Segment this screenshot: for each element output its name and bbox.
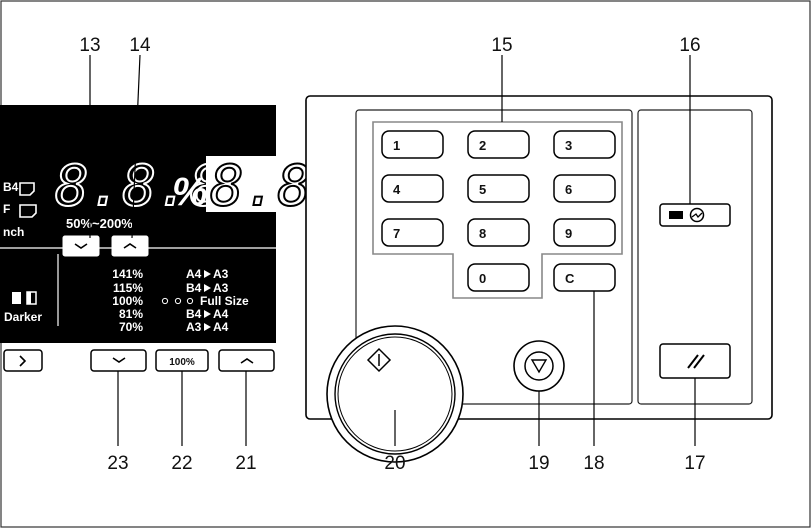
svg-text:A4: A4 [186, 267, 202, 281]
callout-20: 20 [384, 453, 405, 474]
key-6[interactable]: 6 [553, 174, 616, 203]
ratio-table: 141% A4 A3 115% B4 A3 100% Full Size 81%… [112, 267, 249, 334]
key-7[interactable]: 7 [381, 218, 444, 247]
arrow-right-icon [204, 323, 211, 331]
svg-text:81%: 81% [119, 307, 143, 321]
chevron-down-icon [112, 357, 126, 363]
right-panel-inner-left [355, 109, 633, 405]
svg-text:A4: A4 [213, 320, 229, 334]
leader-lines [89, 54, 696, 446]
callout-22: 22 [171, 453, 192, 474]
callout-14: 14 [129, 35, 151, 56]
svg-text:A4: A4 [213, 307, 229, 321]
key-3[interactable]: 3 [553, 130, 616, 159]
full-size-button[interactable]: 100% [155, 349, 209, 372]
ratio-row: 81% B4 A4 [119, 307, 229, 321]
svg-text:6: 6 [565, 182, 572, 197]
paper-tray-icon-f [19, 204, 37, 218]
ratio-row: 100% Full Size [112, 294, 249, 308]
callout-19: 19 [528, 453, 549, 474]
svg-text:B4: B4 [186, 281, 202, 295]
chevron-up-icon [123, 243, 137, 249]
chevron-up-icon [240, 358, 254, 364]
svg-text:3: 3 [565, 138, 572, 153]
svg-text:115%: 115% [113, 281, 143, 295]
left-panel-dark [0, 106, 276, 342]
svg-text:8: 8 [479, 226, 486, 241]
copy-count-display-bg [206, 156, 276, 212]
svg-text:B4: B4 [186, 307, 202, 321]
callout-23: 23 [107, 453, 128, 474]
paper-icon [186, 297, 194, 305]
arrow-right-icon [204, 284, 211, 292]
exposure-right-button[interactable] [3, 349, 43, 372]
ratio-row: 70% A3 A4 [119, 320, 229, 334]
indicator-lamp [669, 211, 683, 219]
start-icon [366, 347, 392, 373]
svg-text:A3: A3 [186, 320, 202, 334]
callout-17: 17 [684, 453, 705, 474]
svg-text:7: 7 [393, 226, 400, 241]
svg-text:A3: A3 [213, 281, 229, 295]
svg-text:A3: A3 [213, 267, 229, 281]
paper-icon [174, 297, 182, 305]
zoom-range-label: 50%~200% [66, 216, 133, 231]
ratio-row: 115% B4 A3 [113, 281, 229, 295]
callout-15: 15 [491, 35, 512, 56]
svg-text:4: 4 [393, 182, 401, 197]
callout-18: 18 [583, 453, 604, 474]
paper-icon [161, 297, 169, 305]
power-save-icon [689, 207, 705, 223]
key-8[interactable]: 8 [467, 218, 530, 247]
start-button[interactable] [326, 325, 464, 463]
paper-tray-icon-b4 [19, 182, 35, 196]
exposure-icon [12, 291, 37, 305]
arrow-right-icon [204, 270, 211, 278]
darker-label: Darker [4, 310, 42, 324]
svg-text:0: 0 [479, 271, 486, 286]
ratio-row: 141% A4 A3 [112, 267, 228, 281]
key-1[interactable]: 1 [381, 130, 444, 159]
svg-text:9: 9 [565, 226, 572, 241]
svg-text:70%: 70% [119, 320, 143, 334]
key-9[interactable]: 9 [553, 218, 616, 247]
svg-text:1: 1 [393, 138, 400, 153]
reset-button[interactable] [659, 343, 731, 379]
svg-text:100%: 100% [169, 357, 195, 368]
svg-text:C: C [565, 271, 575, 286]
key-2[interactable]: 2 [467, 130, 530, 159]
percent-sign: % [172, 170, 208, 214]
svg-text:2: 2 [479, 138, 486, 153]
arrow-right-icon [204, 310, 211, 318]
stop-icon [530, 359, 548, 374]
zoom-down-button[interactable] [90, 349, 147, 372]
key-5[interactable]: 5 [467, 174, 530, 203]
svg-text:Full Size: Full Size [200, 294, 249, 308]
zoom-up-button[interactable] [218, 349, 275, 372]
key-4[interactable]: 4 [381, 174, 444, 203]
callout-13: 13 [79, 35, 100, 56]
side-label-nch: nch [3, 225, 24, 239]
callout-16: 16 [679, 35, 700, 56]
svg-text:100%: 100% [112, 294, 143, 308]
energy-saver-button[interactable] [659, 203, 731, 227]
zoom-down-panel-button[interactable] [62, 235, 100, 257]
stop-button[interactable] [513, 340, 565, 392]
callout-21: 21 [235, 453, 256, 474]
side-label-f: F [3, 202, 10, 216]
chevron-right-icon [19, 355, 27, 367]
svg-text:141%: 141% [112, 267, 143, 281]
svg-text:5: 5 [479, 182, 486, 197]
side-label-b4: B4 [3, 180, 19, 194]
key-0[interactable]: 0 [467, 263, 530, 292]
reset-icon [687, 354, 705, 369]
clear-key[interactable]: C [553, 263, 616, 292]
zoom-up-panel-button[interactable] [111, 235, 149, 257]
keypad-outline [372, 121, 623, 299]
chevron-down-icon [74, 243, 88, 249]
